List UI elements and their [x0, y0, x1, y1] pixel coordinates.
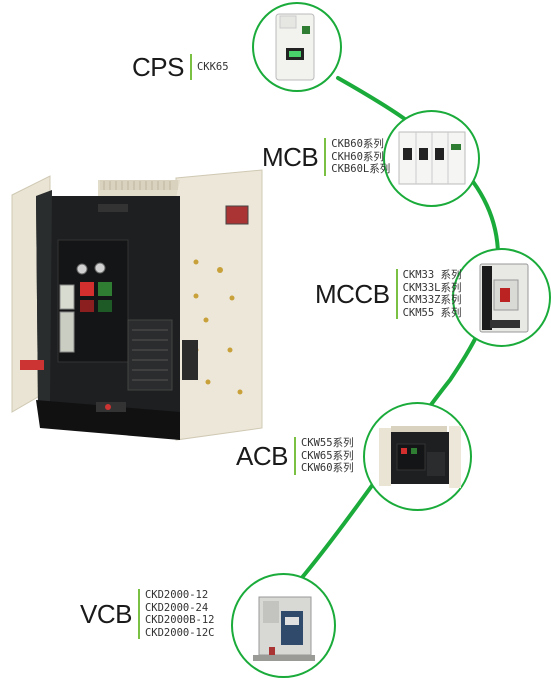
model-name: CKM55 系列	[402, 306, 462, 319]
label-divider	[324, 138, 327, 176]
model-list: CKW55系列 CKW65系列 CKW60系列	[301, 437, 354, 475]
model-name: CKM33 系列	[402, 269, 462, 281]
category-code: MCB	[262, 141, 319, 172]
label-divider	[189, 54, 192, 80]
category-cps: CPS CKK65	[132, 54, 229, 80]
model-name: CKD2000-24	[144, 601, 209, 614]
model-name: CKD2000-12	[144, 589, 209, 601]
label-divider	[137, 589, 140, 639]
model-name: CKH60系列	[331, 150, 384, 163]
model-name: CKM33L系列	[402, 281, 462, 294]
model-list: CKM33 系列 CKM33L系列 CKM33Z系列 CKM55 系列	[403, 269, 462, 319]
category-acb: ACB CKW55系列 CKW65系列 CKW60系列	[236, 437, 354, 475]
label-divider	[395, 269, 398, 319]
model-name: CKB60L系列	[331, 163, 391, 175]
category-code: CPS	[132, 52, 184, 82]
model-name: CKW60系列	[300, 462, 354, 474]
category-code: ACB	[236, 440, 288, 471]
model-list: CKD2000-12 CKD2000-24 CKD2000B-12 CKD200…	[145, 589, 215, 639]
model-name: CKB60系列	[331, 138, 384, 150]
acb-product-image	[363, 402, 472, 511]
vcb-product-image	[231, 573, 336, 678]
category-code: VCB	[80, 599, 132, 629]
mcb-product-image	[383, 110, 480, 207]
model-name: CKM33Z系列	[402, 294, 462, 306]
model-list: CKB60系列 CKH60系列 CKB60L系列	[331, 138, 390, 176]
model-name: CKD2000B-12	[144, 614, 215, 626]
label-divider	[293, 437, 296, 475]
model-name: CKW65系列	[300, 449, 354, 462]
category-mcb: MCB CKB60系列 CKH60系列 CKB60L系列	[262, 138, 390, 176]
mccb-product-image	[452, 248, 551, 347]
category-mccb: MCCB CKM33 系列 CKM33L系列 CKM33Z系列 CKM55 系列	[315, 269, 462, 319]
cps-product-image	[252, 2, 342, 92]
model-name: CKD2000-12C	[144, 626, 215, 639]
model-name: CKK65	[196, 60, 229, 73]
model-list: CKK65	[197, 61, 229, 74]
category-code: MCCB	[315, 279, 390, 309]
category-vcb: VCB CKD2000-12 CKD2000-24 CKD2000B-12 CK…	[80, 589, 215, 639]
model-name: CKW55系列	[300, 437, 354, 449]
